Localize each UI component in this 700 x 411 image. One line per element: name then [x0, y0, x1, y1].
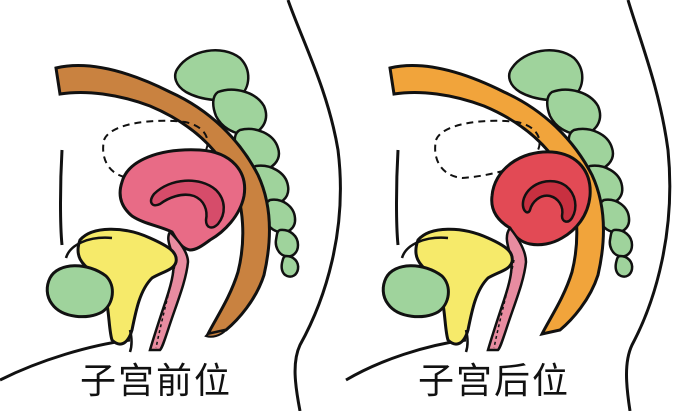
back-contour: [627, 0, 670, 411]
urethra: [130, 330, 132, 352]
caption-anteverted: 子宫前位: [80, 362, 232, 402]
pubic-bone: [383, 266, 448, 317]
caption-retroverted: 子宫后位: [418, 362, 570, 402]
belly-contour: [397, 150, 399, 245]
back-contour: [288, 0, 340, 411]
urethra: [466, 330, 468, 352]
panel-anteverted: [0, 0, 340, 411]
pubic-bone: [47, 266, 112, 317]
panel-retroverted: [346, 0, 670, 411]
belly-contour: [61, 150, 63, 245]
